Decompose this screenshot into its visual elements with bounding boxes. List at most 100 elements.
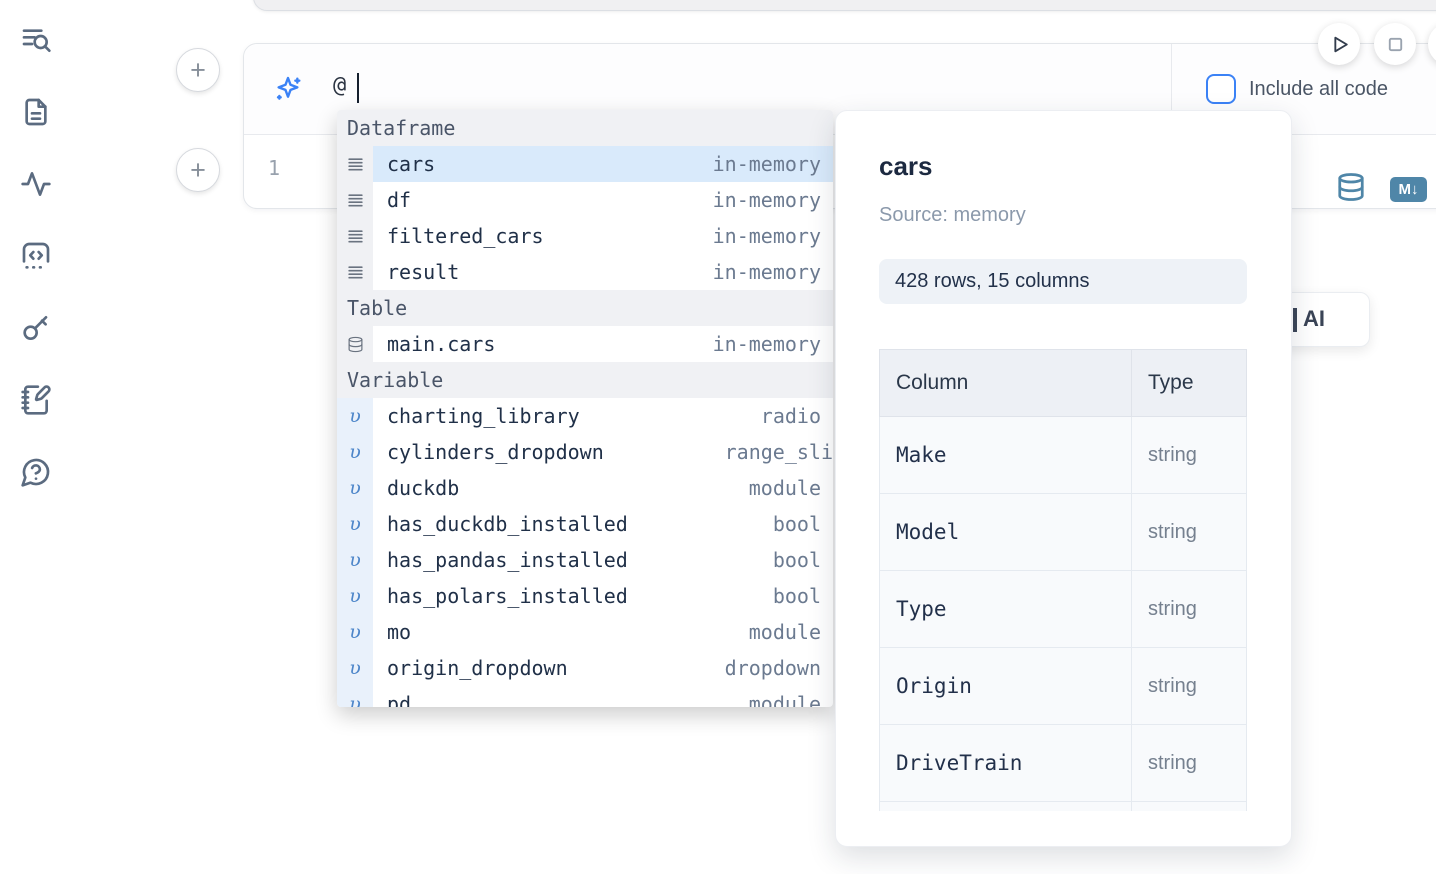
item-type: module xyxy=(748,476,821,500)
add-cell-below-button[interactable]: + xyxy=(176,148,220,192)
item-type: module xyxy=(748,620,821,644)
schema-row-clipped xyxy=(879,801,1247,811)
item-name: mo xyxy=(387,620,412,644)
play-icon xyxy=(1327,32,1352,57)
item-name: duckdb xyxy=(387,476,460,500)
key-icon[interactable] xyxy=(20,312,52,344)
stop-button[interactable] xyxy=(1374,23,1416,65)
variable-icon: υ xyxy=(337,434,373,470)
autocomplete-item[interactable]: main.cars in-memory xyxy=(337,326,833,362)
item-name: filtered_cars xyxy=(387,224,544,248)
autocomplete-section-header: Variable xyxy=(337,362,833,398)
item-name: charting_library xyxy=(387,404,580,428)
ai-button-label: AI xyxy=(1303,306,1325,331)
column-type: string xyxy=(1148,520,1197,543)
variable-icon: υ xyxy=(337,614,373,650)
column-name: DriveTrain xyxy=(896,751,1023,775)
item-type: in-memory xyxy=(712,188,821,212)
markdown-icon[interactable]: M↓ xyxy=(1390,177,1427,202)
database-icon[interactable] xyxy=(1336,172,1366,202)
line-number: 1 xyxy=(268,156,281,180)
variable-icon: υ xyxy=(337,470,373,506)
autocomplete-item[interactable]: υ origin_dropdown dropdown xyxy=(337,650,833,686)
column-name: Origin xyxy=(896,674,972,698)
help-chat-icon[interactable] xyxy=(20,456,52,488)
item-type: dropdown xyxy=(724,656,821,680)
include-all-code-label: Include all code xyxy=(1249,77,1388,100)
left-sidebar xyxy=(20,24,52,488)
item-type: bool xyxy=(772,512,821,536)
preview-source: Source: memory xyxy=(879,204,1026,226)
variable-icon: υ xyxy=(337,686,373,707)
variable-icon: υ xyxy=(337,578,373,614)
column-name: Type xyxy=(896,597,947,621)
dataframe-icon xyxy=(337,254,373,290)
preview-title: cars xyxy=(879,151,933,181)
code-box-icon[interactable] xyxy=(20,240,52,272)
column-type: string xyxy=(1148,751,1197,774)
variable-icon: υ xyxy=(337,542,373,578)
item-type: radio xyxy=(760,404,821,428)
previous-cell[interactable] xyxy=(253,0,1436,11)
item-type: range_sli xyxy=(724,440,833,464)
column-header: Column xyxy=(879,349,1132,417)
autocomplete-item[interactable]: υ cylinders_dropdown range_sli xyxy=(337,434,833,470)
schema-row: Model string xyxy=(879,493,1247,571)
item-type: in-memory xyxy=(712,332,821,356)
autocomplete-section-header: Table xyxy=(337,290,833,326)
dataframe-icon xyxy=(337,218,373,254)
item-name: main.cars xyxy=(387,332,496,356)
prompt-text: @ xyxy=(333,73,347,98)
item-name: origin_dropdown xyxy=(387,656,568,680)
column-name: Model xyxy=(896,520,960,544)
more-actions-button[interactable] xyxy=(1428,23,1436,65)
autocomplete-section-header: Dataframe xyxy=(337,110,833,146)
shape-badge: 428 rows, 15 columns xyxy=(879,259,1247,304)
item-name: result xyxy=(387,260,460,284)
item-name: has_duckdb_installed xyxy=(387,512,628,536)
square-icon xyxy=(1383,32,1408,57)
item-name: cars xyxy=(387,152,436,176)
notebook-pen-icon[interactable] xyxy=(20,384,52,416)
schema-row: DriveTrain string xyxy=(879,724,1247,802)
add-cell-above-button[interactable]: + xyxy=(176,48,220,92)
column-name: Make xyxy=(896,443,947,467)
sparkles-icon xyxy=(272,74,304,106)
column-type: string xyxy=(1148,443,1197,466)
schema-row: Origin string xyxy=(879,647,1247,725)
item-name: pd xyxy=(387,692,412,707)
file-text-icon[interactable] xyxy=(20,96,52,128)
dataframe-preview-card: cars Source: memory 428 rows, 15 columns… xyxy=(835,110,1292,847)
variable-icon: υ xyxy=(337,650,373,686)
autocomplete-item[interactable]: υ charting_library radio xyxy=(337,398,833,434)
variable-icon: υ xyxy=(337,398,373,434)
text-cursor xyxy=(357,73,359,103)
item-type: module xyxy=(748,692,821,707)
prompt-options: Include all code xyxy=(1171,44,1436,134)
list-search-icon[interactable] xyxy=(20,24,52,56)
dataframe-icon xyxy=(337,146,373,182)
run-cell-button[interactable] xyxy=(1318,23,1360,65)
column-type: string xyxy=(1148,674,1197,697)
item-name: has_pandas_installed xyxy=(387,548,628,572)
item-name: cylinders_dropdown xyxy=(387,440,604,464)
activity-icon[interactable] xyxy=(20,168,52,200)
schema-row: Make string xyxy=(879,416,1247,494)
type-header: Type xyxy=(1131,349,1247,417)
include-all-code-checkbox[interactable] xyxy=(1206,74,1236,104)
database-icon xyxy=(337,326,373,362)
